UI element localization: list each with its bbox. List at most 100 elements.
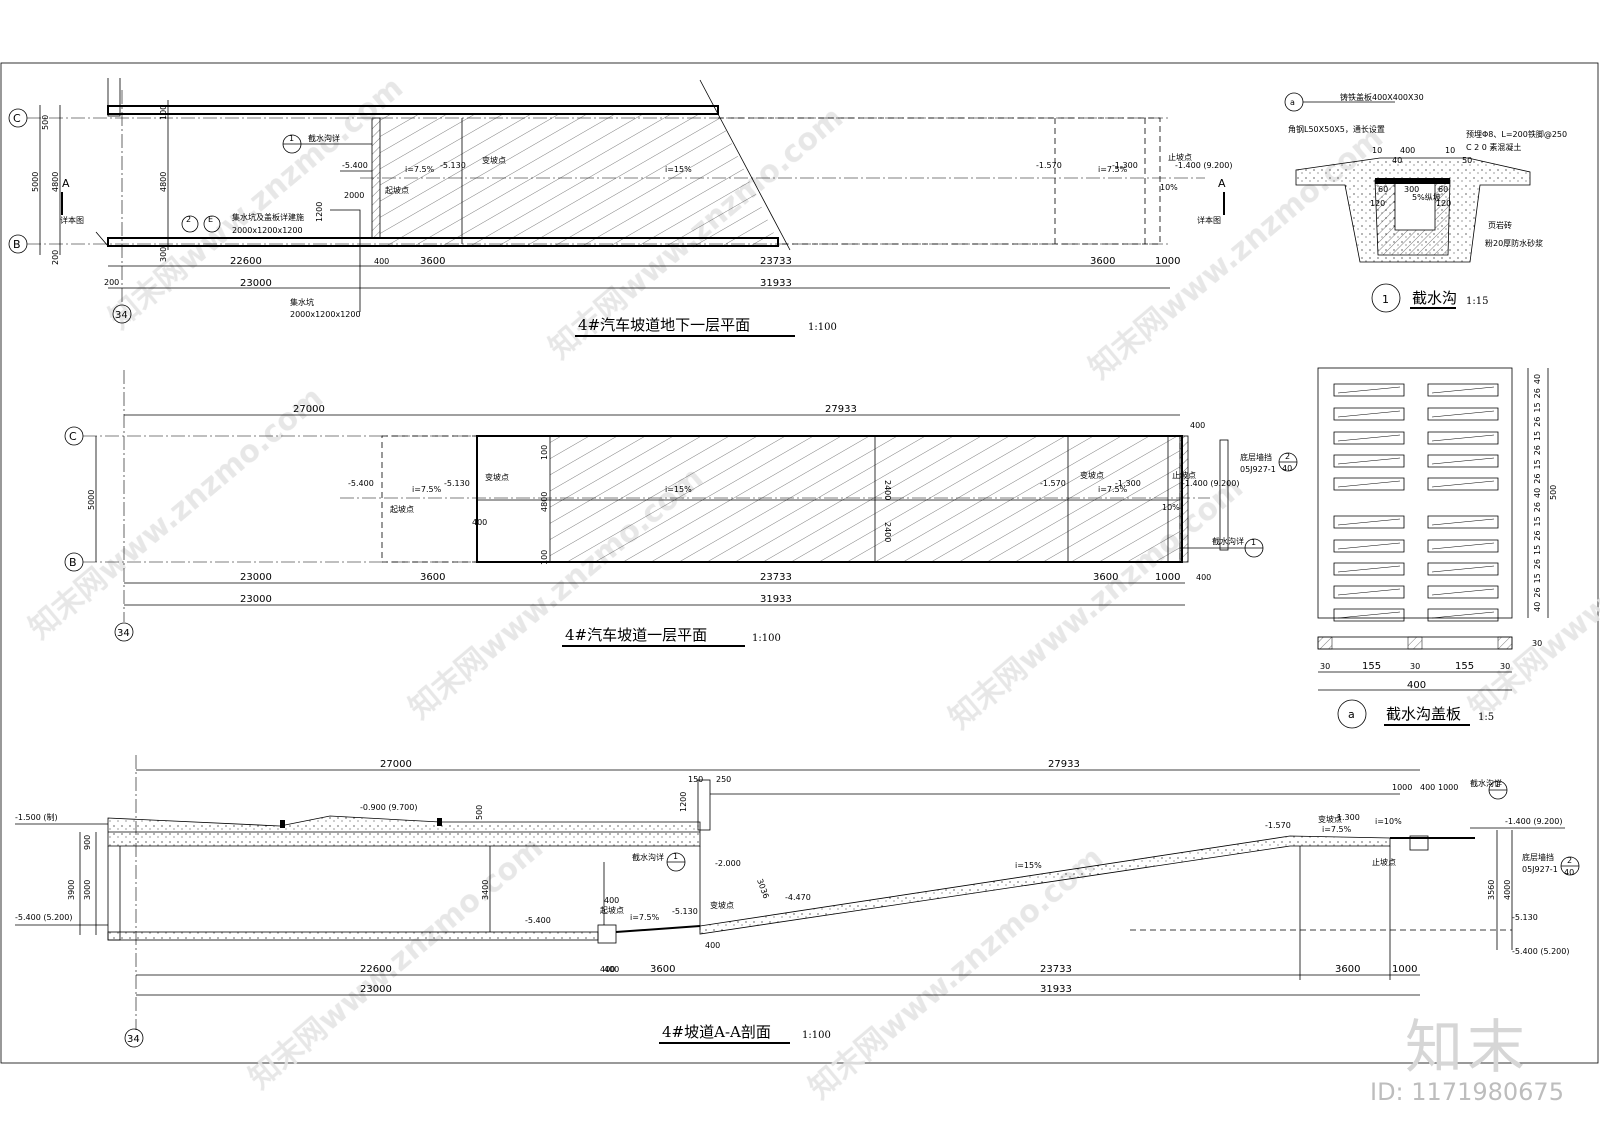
- plan-ground: C B 34 5000 27000 27933 400 100 4800 100…: [64, 370, 1298, 647]
- cover-slot-edge: [1337, 434, 1401, 442]
- detail-trench: a 铸铁盖板400X400X30 角钢L50X50X5，通长设置 预埋Φ8、L=…: [1284, 92, 1567, 313]
- svg-text:变坡点: 变坡点: [1318, 814, 1342, 824]
- svg-text:截水沟详: 截水沟详: [632, 852, 664, 862]
- svg-text:31933: 31933: [760, 594, 792, 605]
- cover-slot: [1427, 562, 1499, 576]
- svg-text:i=7.5%: i=7.5%: [405, 165, 435, 174]
- cover-slot-edge: [1431, 480, 1495, 488]
- svg-text:400: 400: [472, 518, 487, 527]
- plan-basement-title: 4#汽车坡道地下一层平面: [578, 316, 750, 334]
- cover-slot-edge: [1337, 565, 1401, 573]
- svg-text:22600: 22600: [360, 964, 392, 975]
- svg-text:集水坑及盖板详建施: 集水坑及盖板详建施: [232, 212, 304, 222]
- cover-slot: [1333, 608, 1405, 622]
- svg-text:400: 400: [604, 896, 619, 905]
- svg-text:120: 120: [1436, 199, 1451, 208]
- cover-dim-label: 26: [1533, 559, 1542, 569]
- watermark-text: 知末网www.znzmo.com: [23, 380, 330, 646]
- svg-text:详本图: 详本图: [1197, 215, 1221, 225]
- cover-dim-label: 15: [1533, 431, 1542, 441]
- svg-text:i=7.5%: i=7.5%: [630, 913, 660, 922]
- svg-text:400: 400: [600, 965, 615, 974]
- trench-pit: [597, 924, 617, 944]
- cover-slot-edge: [1431, 434, 1495, 442]
- axis-label-c: C: [13, 112, 21, 125]
- svg-text:34: 34: [117, 628, 130, 639]
- svg-text:10: 10: [1372, 146, 1382, 155]
- svg-text:1200: 1200: [679, 792, 688, 812]
- svg-text:C: C: [69, 430, 77, 443]
- svg-text:23000: 23000: [240, 278, 272, 289]
- svg-text:1:15: 1:15: [1466, 296, 1488, 307]
- svg-text:-4.470: -4.470: [785, 893, 811, 902]
- svg-text:23000: 23000: [360, 984, 392, 995]
- svg-text:变坡点: 变坡点: [485, 472, 509, 482]
- svg-text:1: 1: [1251, 538, 1256, 547]
- cover-dim-label: 40: [1533, 374, 1542, 384]
- cover-dim-label: 26: [1533, 445, 1542, 455]
- svg-text:止坡点: 止坡点: [1168, 152, 1192, 162]
- svg-text:集水坑: 集水坑: [290, 297, 314, 307]
- cover-slot: [1427, 515, 1499, 529]
- svg-text:2400: 2400: [883, 480, 892, 500]
- svg-text:30: 30: [1500, 662, 1510, 671]
- cover-slot: [1333, 407, 1405, 421]
- axis-label-b: B: [13, 238, 21, 251]
- svg-text:5%纵坡: 5%纵坡: [1412, 192, 1441, 202]
- detail-cover-title: 截水沟盖板: [1386, 705, 1461, 723]
- svg-text:23733: 23733: [760, 256, 792, 267]
- cover-dim-label: 26: [1533, 474, 1542, 484]
- cover-slot: [1333, 454, 1405, 468]
- svg-text:4800: 4800: [159, 172, 168, 192]
- watermark-text: 知末网www.znzmo.com: [103, 70, 410, 336]
- svg-text:10: 10: [1445, 146, 1455, 155]
- svg-text:31933: 31933: [1040, 984, 1072, 995]
- svg-text:3900: 3900: [67, 880, 76, 900]
- svg-text:27933: 27933: [1048, 759, 1080, 770]
- svg-text:23000: 23000: [240, 572, 272, 583]
- plan-ground-title: 4#汽车坡道一层平面: [565, 626, 707, 644]
- svg-text:40: 40: [1392, 156, 1402, 165]
- svg-text:400: 400: [1420, 783, 1435, 792]
- svg-text:34: 34: [127, 1034, 140, 1045]
- cover-slots: [1333, 383, 1499, 622]
- section-aa: 34 27000 27933 -1.500 (制) -0.900 (9.700)…: [15, 755, 1580, 1048]
- cover-slot: [1427, 608, 1499, 622]
- cover-dim-label: 15: [1533, 516, 1542, 526]
- svg-text:27000: 27000: [380, 759, 412, 770]
- svg-text:50: 50: [1462, 156, 1472, 165]
- section-title: 4#坡道A-A剖面: [662, 1023, 771, 1041]
- svg-text:截水沟详: 截水沟详: [308, 133, 340, 143]
- svg-text:2: 2: [1285, 452, 1290, 461]
- svg-text:200: 200: [104, 278, 119, 287]
- cover-slot-edge: [1431, 386, 1495, 394]
- svg-text:40: 40: [1282, 464, 1292, 473]
- svg-text:-1.500 (制): -1.500 (制): [15, 812, 58, 822]
- svg-text:-1.300: -1.300: [1334, 813, 1360, 822]
- watermark-id: ID: 1171980675: [1370, 1078, 1564, 1106]
- svg-text:i=15%: i=15%: [665, 485, 692, 494]
- svg-text:200: 200: [51, 250, 60, 265]
- svg-text:10%: 10%: [1162, 503, 1180, 512]
- cover-slot: [1333, 515, 1405, 529]
- cover-slot-edge: [1337, 542, 1401, 550]
- cover-slot: [1427, 383, 1499, 397]
- svg-text:23000: 23000: [240, 594, 272, 605]
- svg-text:-1.570: -1.570: [1265, 821, 1291, 830]
- svg-text:变坡点: 变坡点: [1080, 470, 1104, 480]
- svg-text:1000: 1000: [1392, 783, 1412, 792]
- svg-text:4000: 4000: [1503, 880, 1512, 900]
- svg-text:i=7.5%: i=7.5%: [1322, 825, 1352, 834]
- svg-text:3000: 3000: [83, 880, 92, 900]
- cover-dim-label: 26: [1533, 388, 1542, 398]
- svg-text:1: 1: [1382, 293, 1389, 306]
- svg-text:3600: 3600: [650, 964, 675, 975]
- svg-text:-5.400: -5.400: [525, 916, 551, 925]
- svg-text:i=15%: i=15%: [1015, 861, 1042, 870]
- svg-text:120: 120: [1370, 199, 1385, 208]
- cover-slot-edge: [1337, 518, 1401, 526]
- svg-text:1:100: 1:100: [752, 633, 781, 644]
- svg-text:预埋Φ8、L=200铁脚@250: 预埋Φ8、L=200铁脚@250: [1466, 129, 1567, 139]
- svg-text:500: 500: [475, 805, 484, 820]
